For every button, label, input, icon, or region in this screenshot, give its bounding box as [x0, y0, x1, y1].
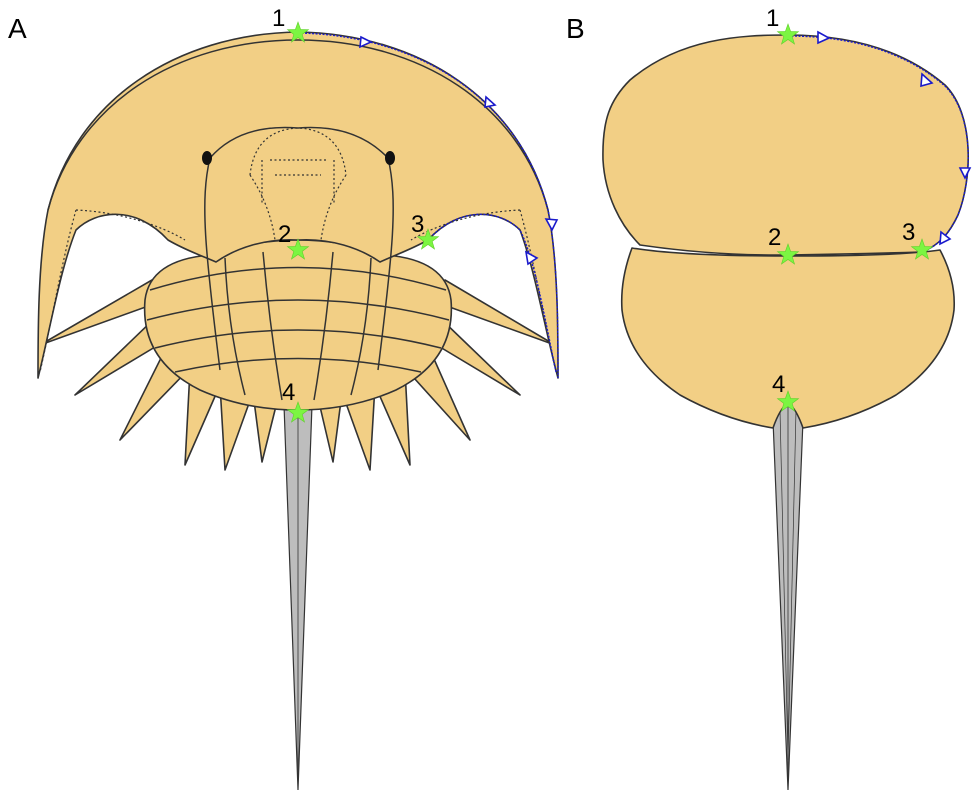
landmark-label: 1	[766, 5, 779, 32]
left-eye-icon	[202, 151, 212, 165]
panel-a: A	[8, 5, 558, 790]
opisthosoma	[145, 240, 452, 410]
landmark-label: 3	[902, 219, 915, 246]
landmark-label: 4	[282, 379, 295, 406]
landmark-label: 3	[411, 211, 424, 238]
panel-b: B 1 2 3 4	[566, 5, 970, 790]
panel-a-label: A	[8, 13, 27, 44]
landmark-label: 2	[278, 221, 291, 248]
curve-arrow-icon	[485, 97, 495, 107]
landmark-label: 1	[272, 5, 285, 32]
panel-b-label: B	[566, 13, 585, 44]
right-eye-icon	[385, 151, 395, 165]
landmark-label: 2	[768, 224, 781, 251]
landmark-label: 4	[772, 371, 785, 398]
